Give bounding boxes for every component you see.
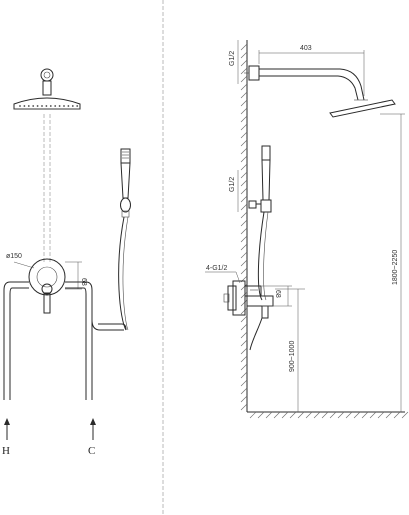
head-height-label: 1800~2250	[392, 250, 399, 285]
mixer-valve-front	[28, 258, 66, 314]
concealed-valve-side	[223, 280, 274, 351]
thread-valve-label: 4-G1/2	[206, 265, 228, 272]
valve-height-label: 900~1000	[289, 341, 296, 372]
thread-mid-label: G1/2	[229, 177, 236, 192]
shower-head-front	[13, 97, 81, 110]
wall-elbow-front	[40, 68, 54, 82]
shower-head-side	[329, 99, 396, 118]
thread-top-label: G1/2	[229, 51, 236, 66]
hose-front	[118, 216, 127, 331]
supply-pipes	[3, 281, 127, 400]
hot-label: H	[2, 445, 10, 457]
wall-hatching	[240, 43, 248, 411]
holder-bracket	[248, 200, 257, 209]
shower-arm-side	[259, 68, 365, 101]
wall-flange-top	[248, 65, 260, 81]
hand-shower-front	[120, 148, 131, 218]
front-view: ø150 68 H C	[2, 0, 164, 515]
shower-arm-front	[42, 80, 52, 96]
diameter-label: ø150	[6, 253, 22, 260]
cold-inlet-arrow	[90, 418, 96, 440]
arm-length-label: 403	[300, 45, 312, 52]
side-view: 403 G1/2 G1/2 4-	[205, 40, 409, 419]
cold-label: C	[88, 445, 95, 457]
side-offset-label: 68	[274, 290, 281, 298]
hand-shower-side	[260, 145, 272, 213]
floor-hatching	[249, 411, 409, 419]
hot-inlet-arrow	[4, 418, 10, 440]
